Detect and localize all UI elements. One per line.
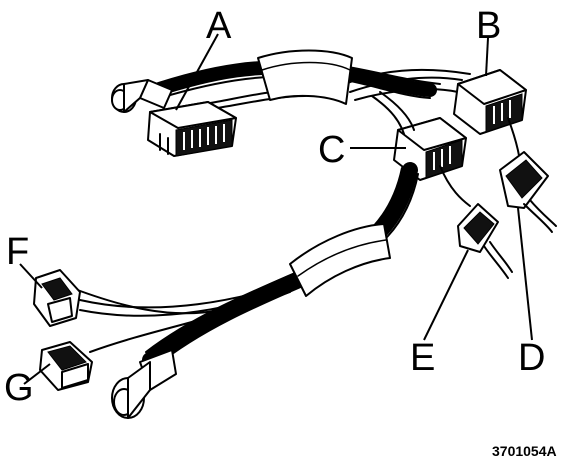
callout-g: G xyxy=(4,367,34,409)
upper-trunk-sleeve xyxy=(257,49,353,105)
lower-trunk-sleeve xyxy=(289,223,391,297)
figure-id: 3701054A xyxy=(492,443,557,459)
leader-b xyxy=(485,37,489,77)
connector-d xyxy=(499,151,557,233)
connector-e xyxy=(457,203,513,279)
connector-f xyxy=(33,269,81,327)
callout-f: F xyxy=(6,231,29,273)
callout-d: D xyxy=(518,337,545,379)
leader-g xyxy=(23,363,51,385)
leader-a xyxy=(175,33,219,111)
lower-tube-end xyxy=(111,349,177,419)
upper-tube-end xyxy=(111,79,173,113)
callout-c: C xyxy=(318,129,345,171)
callout-a: A xyxy=(206,5,232,47)
connector-g xyxy=(39,341,93,391)
leader-e xyxy=(423,249,469,341)
connector-a xyxy=(147,101,237,157)
leader-f xyxy=(19,263,43,289)
leader-lines xyxy=(19,33,533,385)
callout-e: E xyxy=(410,337,435,379)
callout-b: B xyxy=(476,5,501,47)
leader-d xyxy=(517,207,533,341)
